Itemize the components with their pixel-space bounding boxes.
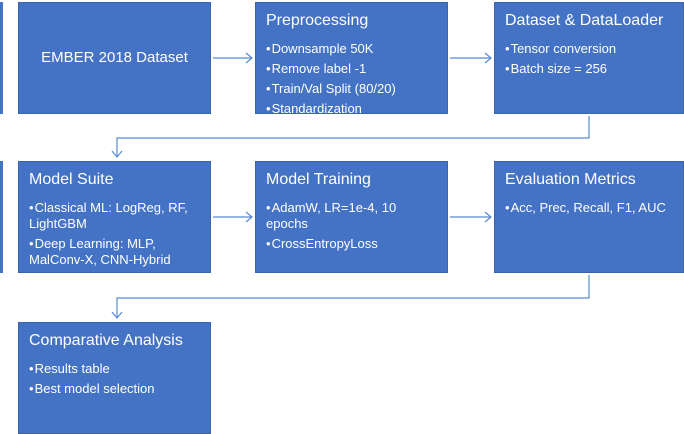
list-item: •Remove label -1 (266, 61, 367, 76)
list-item: •Train/Val Split (80/20) (266, 81, 396, 96)
dataloader-box: Dataset & DataLoader •Tensor conversion … (494, 2, 684, 114)
dataloader-list: •Tensor conversion •Batch size = 256 (505, 41, 677, 81)
arrow-evaluation-to-comparative (116, 275, 590, 318)
preprocessing-title: Preprocessing (266, 12, 369, 29)
list-item: •AdamW, LR=1e-4, 10 epochs (266, 200, 397, 231)
arrow-dataloader-to-model-suite (116, 116, 590, 157)
model-training-title: Model Training (266, 171, 371, 188)
left-edge-bar-middle (0, 161, 3, 273)
evaluation-list: •Acc, Prec, Recall, F1, AUC (505, 200, 677, 220)
list-item: •CrossEntropyLoss (266, 236, 378, 251)
comparative-title: Comparative Analysis (29, 332, 183, 349)
comparative-box: Comparative Analysis •Results table •Bes… (18, 322, 211, 434)
list-item: •Classical ML: LogReg, RF, LightGBM (29, 200, 188, 231)
list-item: •Deep Learning: MLP, MalConv-X, CNN-Hybr… (29, 236, 171, 267)
list-item: •Tensor conversion (505, 41, 617, 56)
model-training-box: Model Training •AdamW, LR=1e-4, 10 epoch… (255, 161, 448, 273)
evaluation-title: Evaluation Metrics (505, 171, 636, 188)
model-suite-list: •Classical ML: LogReg, RF, LightGBM •Dee… (29, 200, 204, 272)
left-edge-bar-top (0, 2, 3, 114)
model-suite-title: Model Suite (29, 171, 114, 188)
evaluation-box: Evaluation Metrics •Acc, Prec, Recall, F… (494, 161, 684, 273)
preprocessing-list: •Downsample 50K •Remove label -1 •Train/… (266, 41, 441, 121)
dataset-box: EMBER 2018 Dataset (18, 2, 211, 114)
model-training-list: •AdamW, LR=1e-4, 10 epochs •CrossEntropy… (266, 200, 441, 256)
list-item: •Downsample 50K (266, 41, 374, 56)
list-item: •Standardization (266, 101, 362, 116)
list-item: •Batch size = 256 (505, 61, 608, 76)
dataset-title: EMBER 2018 Dataset (41, 49, 188, 66)
model-suite-box: Model Suite •Classical ML: LogReg, RF, L… (18, 161, 211, 273)
list-item: •Best model selection (29, 381, 155, 396)
dataloader-title: Dataset & DataLoader (505, 12, 664, 29)
comparative-list: •Results table •Best model selection (29, 361, 204, 401)
list-item: •Results table (29, 361, 110, 376)
preprocessing-box: Preprocessing •Downsample 50K •Remove la… (255, 2, 448, 116)
list-item: •Acc, Prec, Recall, F1, AUC (505, 200, 666, 215)
